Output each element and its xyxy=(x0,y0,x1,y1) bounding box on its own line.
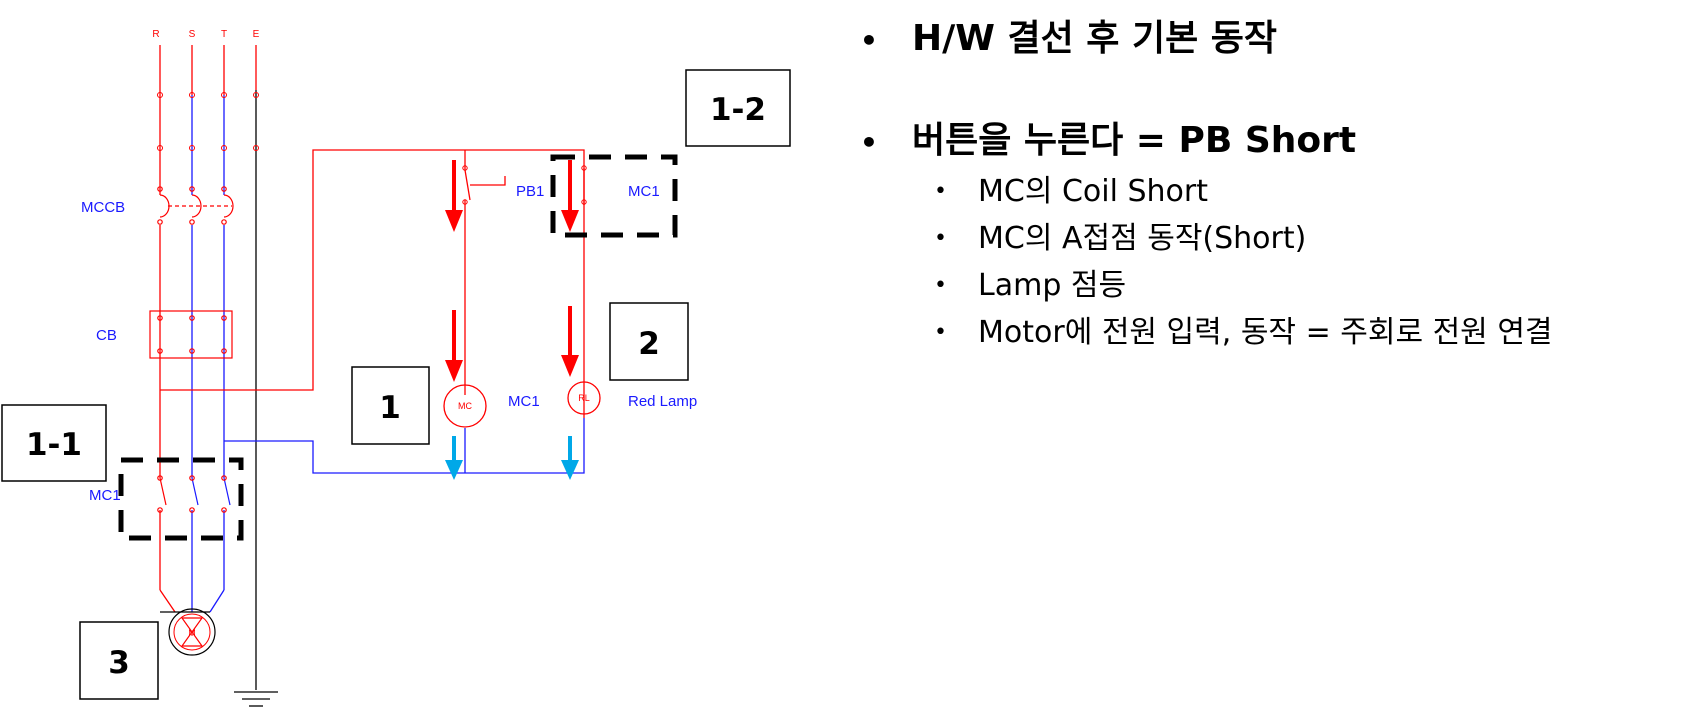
svg-text:2: 2 xyxy=(638,326,660,362)
sub-item: • MC의 Coil Short xyxy=(934,168,1690,215)
mc1-aux-label: MC1 xyxy=(628,183,660,200)
mc1-main-label: MC1 xyxy=(89,487,121,504)
callout-3: 3 xyxy=(79,621,159,700)
cyan-arrow xyxy=(561,436,579,480)
sub-item: • Motor에 전원 입력, 동작 = 주회로 전원 연결 xyxy=(934,309,1690,356)
red-arrow xyxy=(561,306,579,377)
phase-label-e: E xyxy=(253,29,260,40)
svg-text:1-1: 1-1 xyxy=(26,427,82,463)
bullet-dot: • xyxy=(934,273,947,298)
wiring-diagram: R S T E xyxy=(1,29,791,707)
mccb-label: MCCB xyxy=(81,199,125,216)
phase-label-t: T xyxy=(221,29,227,40)
phase-label-s: S xyxy=(189,29,196,40)
sub-item-text: Lamp 점등 xyxy=(978,268,1127,303)
bullet-dot: • xyxy=(934,179,947,204)
cyan-arrow xyxy=(445,436,463,480)
callout-2: 2 xyxy=(609,302,689,381)
notes-panel: • H/W 결선 후 기본 동작 • 버튼을 누른다 = PB Short • … xyxy=(860,12,1690,356)
phase-labels: R S T E xyxy=(152,29,259,40)
phase-label-r: R xyxy=(152,29,159,40)
cb-box xyxy=(149,310,233,359)
svg-text:1-2: 1-2 xyxy=(710,92,766,128)
junction-dots xyxy=(157,92,259,151)
callout-1-1: 1-1 xyxy=(1,404,107,482)
callout-1: 1 xyxy=(351,366,430,445)
mccb-breaker-symbol xyxy=(157,186,234,225)
sub-item-text: MC의 A접점 동작(Short) xyxy=(978,221,1307,256)
motor-symbol-text: M xyxy=(188,628,196,638)
cb-label: CB xyxy=(96,327,117,344)
pb1-label: PB1 xyxy=(516,183,544,200)
svg-text:3: 3 xyxy=(108,645,130,681)
heading-text: H/W 결선 후 기본 동작 xyxy=(912,18,1277,59)
red-lamp-label: Red Lamp xyxy=(628,393,697,410)
highlight-box-mc1-aux xyxy=(550,154,678,238)
current-flow-arrows xyxy=(445,160,579,480)
sub-item: • Lamp 점등 xyxy=(934,262,1690,309)
control-circuit-red xyxy=(160,149,585,418)
control-junctions xyxy=(462,165,587,205)
red-lamp-symbol xyxy=(567,381,601,415)
bullet-dot: • xyxy=(860,126,878,159)
red-arrow xyxy=(445,160,463,232)
mc1-main-contacts xyxy=(157,475,231,513)
coil-symbol-text: MC xyxy=(458,401,472,411)
heading-hw-wiring: • H/W 결선 후 기본 동작 xyxy=(860,12,1690,66)
bullet-dot: • xyxy=(934,226,947,251)
sub-item: • MC의 A접점 동작(Short) xyxy=(934,215,1690,262)
highlight-box-mc1-main xyxy=(118,457,244,541)
heading-press-button: • 버튼을 누른다 = PB Short xyxy=(860,114,1690,168)
bullet-dot: • xyxy=(860,24,878,57)
callout-1-2: 1-2 xyxy=(685,69,791,147)
bullet-dot: • xyxy=(934,320,947,345)
heading-text: 버튼을 누른다 = PB Short xyxy=(912,120,1357,161)
sub-item-text: Motor에 전원 입력, 동작 = 주회로 전원 연결 xyxy=(978,315,1553,350)
mc1-coil-label: MC1 xyxy=(508,393,540,410)
lamp-symbol-text: RL xyxy=(578,393,590,403)
svg-text:1: 1 xyxy=(379,390,401,426)
motor-symbol xyxy=(160,608,216,656)
red-arrow xyxy=(561,160,579,232)
control-circuit-blue xyxy=(224,418,585,474)
red-arrow xyxy=(445,310,463,382)
phase-r-line xyxy=(159,45,176,613)
ground-icon xyxy=(234,691,278,707)
phase-t-line xyxy=(209,45,225,613)
mc-coil-symbol xyxy=(443,384,487,428)
sub-item-text: MC의 Coil Short xyxy=(978,174,1208,209)
